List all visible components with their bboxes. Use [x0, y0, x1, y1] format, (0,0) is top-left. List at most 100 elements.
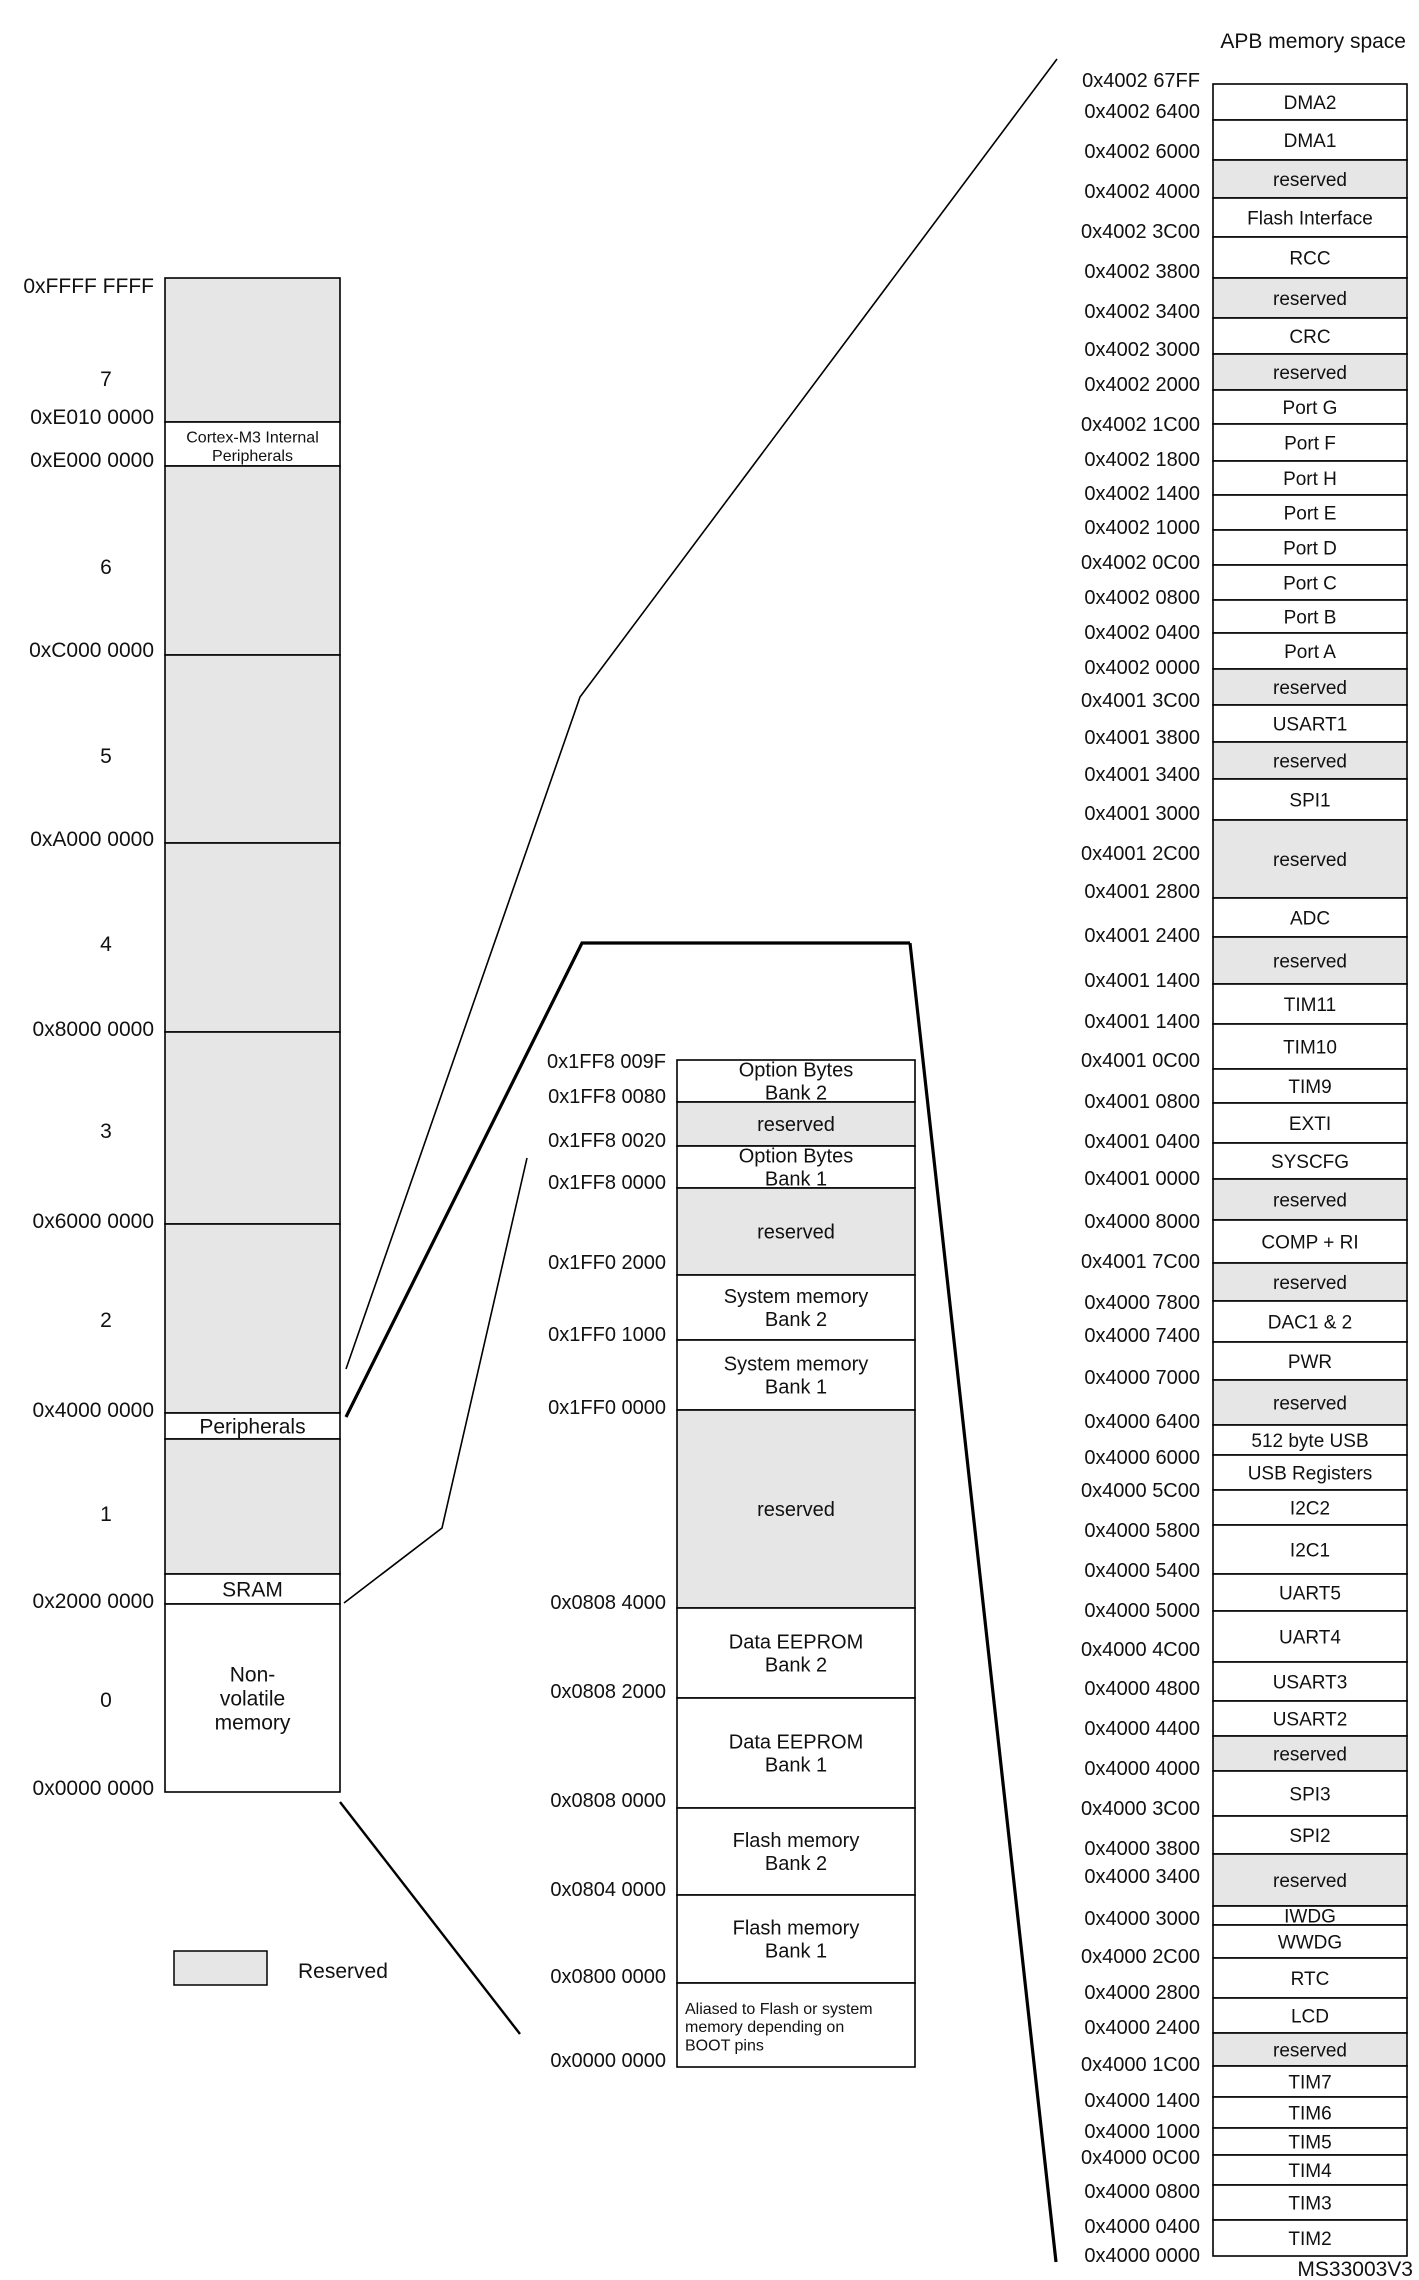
apb_map-region-label: TIM11	[1284, 995, 1336, 1016]
main-map-block-number: 1	[100, 1503, 112, 1526]
apb_map-region	[1212, 119, 1408, 161]
apb_map-region-label: reserved	[1273, 363, 1347, 384]
legend-reserved-label: Reserved	[298, 1960, 388, 1983]
apb_map-region-label: reserved	[1273, 1871, 1347, 1892]
apb_map-region	[1212, 2032, 1408, 2067]
apb_map-region	[1212, 1142, 1408, 1180]
apb_map-address-label: 0x4002 1800	[1084, 449, 1200, 471]
apb_map-region-label: Port H	[1283, 469, 1337, 490]
apb_map-region-label: I2C1	[1290, 1540, 1330, 1561]
apb_map-region	[1212, 1219, 1408, 1264]
legend-reserved-swatch	[173, 1950, 268, 1986]
apb_map-region	[1212, 423, 1408, 462]
apb_map-region	[1212, 897, 1408, 938]
apb_map-region-label: reserved	[1273, 751, 1347, 772]
apb_map-region	[1212, 1924, 1408, 1959]
apb_map-region	[1212, 668, 1408, 706]
apb_map-address-label: 0x4001 3400	[1084, 764, 1200, 786]
apb_map-address-label: 0x4001 0800	[1084, 1091, 1200, 1113]
apb_map-region	[1212, 1524, 1408, 1575]
apb_map-region-label: LCD	[1291, 2006, 1329, 2027]
apb_map-region-label: reserved	[1273, 1393, 1347, 1414]
apb_map-region-label: RTC	[1291, 1969, 1330, 1990]
nvm_map-region	[676, 1274, 916, 1341]
apb_map-region	[1212, 1489, 1408, 1526]
apb_map-region-label: COMP + RI	[1261, 1232, 1358, 1253]
apb_map-address-label: 0x4001 1400	[1084, 1011, 1200, 1033]
apb_map-region-label: Port G	[1283, 398, 1338, 419]
apb_map-address-label: 0x4001 3C00	[1081, 690, 1200, 712]
apb_map-region-label: SPI1	[1289, 790, 1330, 811]
main_map-address-label: 0x2000 0000	[33, 1590, 154, 1613]
apb_map-address-label: 0x4001 0000	[1084, 1168, 1200, 1190]
apb_map-region	[1212, 778, 1408, 821]
apb_map-region	[1212, 1262, 1408, 1302]
apb_map-region-label: IWDG	[1284, 1906, 1336, 1927]
apb_map-address-label: 0x4000 5800	[1084, 1520, 1200, 1542]
apb_map-region	[1212, 317, 1408, 355]
apb_map-address-label: 0x4000 1C00	[1081, 2054, 1200, 2076]
main_map-address-label: 0x0000 0000	[33, 1777, 154, 1800]
zoom-connector-line	[908, 942, 1058, 2263]
apb_map-region-label: I2C2	[1290, 1498, 1330, 1519]
zoom-connectors	[339, 58, 1058, 2263]
apb_map-region-label: Port E	[1284, 503, 1337, 524]
apb_map-address-label: 0x4001 0400	[1084, 1131, 1200, 1153]
apb_map-region-label: USART3	[1273, 1672, 1348, 1693]
apb_map-region	[1212, 1300, 1408, 1343]
main_map-region	[164, 1603, 341, 1793]
nvm_map-address-label: 0x1FF0 1000	[548, 1324, 666, 1346]
apb_map-address-label: 0x4002 4000	[1084, 181, 1200, 203]
nvm_map-region	[676, 1339, 916, 1411]
apb_map-region-label: reserved	[1273, 678, 1347, 699]
apb_map-region-label: DAC1 & 2	[1268, 1312, 1352, 1333]
main_map-address-label: 0xC000 0000	[29, 639, 154, 662]
apb_map-region	[1212, 159, 1408, 199]
apb_map-address-label: 0x4001 3000	[1084, 803, 1200, 825]
nvm_map-address-label: 0x1FF8 0000	[548, 1172, 666, 1194]
apb_map-region	[1212, 460, 1408, 496]
nvm_map-address-label: 0x0804 0000	[550, 1879, 666, 1901]
apb_map-region	[1212, 1853, 1408, 1907]
apb_map-region	[1212, 83, 1408, 121]
main_map-region-label: SRAM	[222, 1579, 283, 1602]
apb_map-region	[1212, 564, 1408, 601]
apb_map-address-label: 0x4000 2C00	[1081, 1946, 1200, 1968]
apb_map-region-label: TIM7	[1288, 2072, 1331, 2093]
apb_map-region-label: SPI3	[1289, 1784, 1330, 1805]
nvm_map-address-label: 0x1FF8 0020	[548, 1130, 666, 1152]
apb_map-region-label: Port A	[1284, 642, 1336, 663]
main_map-region	[164, 465, 341, 656]
apb_map-address-label: 0x4002 1C00	[1081, 414, 1200, 436]
apb_map-address-label: 0x4000 4400	[1084, 1718, 1200, 1740]
apb_map-address-label: 0x4002 3000	[1084, 339, 1200, 361]
apb_map-region-label: reserved	[1273, 170, 1347, 191]
apb_map-region	[1212, 1178, 1408, 1221]
apb_map-region-label: CRC	[1289, 327, 1330, 348]
apb_map-address-label: 0x4002 0800	[1084, 587, 1200, 609]
apb_map-region	[1212, 599, 1408, 634]
nvm_map-address-label: 0x1FF0 2000	[548, 1252, 666, 1274]
apb_map-address-label: 0x4002 0C00	[1081, 552, 1200, 574]
main_map-region	[164, 421, 341, 467]
zoom-connector-line	[339, 1801, 521, 2035]
apb_map-region	[1212, 1379, 1408, 1426]
apb_map-address-label: 0x4000 4000	[1084, 1758, 1200, 1780]
nvm_map-region	[676, 1059, 916, 1103]
main_map-region	[164, 277, 341, 423]
main_map-region	[164, 1223, 341, 1414]
apb_map-region	[1212, 1661, 1408, 1702]
apb_map-region-label: TIM6	[1288, 2103, 1331, 2124]
apb_map-address-label: 0x4002 3C00	[1081, 221, 1200, 243]
apb_map-address-label: 0x4000 3800	[1084, 1838, 1200, 1860]
apb_map-region-label: UART4	[1279, 1627, 1341, 1648]
apb_map-region	[1212, 2065, 1408, 2098]
apb_map-address-label: 0x4002 67FF	[1082, 70, 1200, 92]
zoom-connector-line	[345, 58, 1058, 1370]
nvm_map-address-label: 0x0808 2000	[550, 1681, 666, 1703]
nvm_map-region	[676, 1697, 916, 1809]
